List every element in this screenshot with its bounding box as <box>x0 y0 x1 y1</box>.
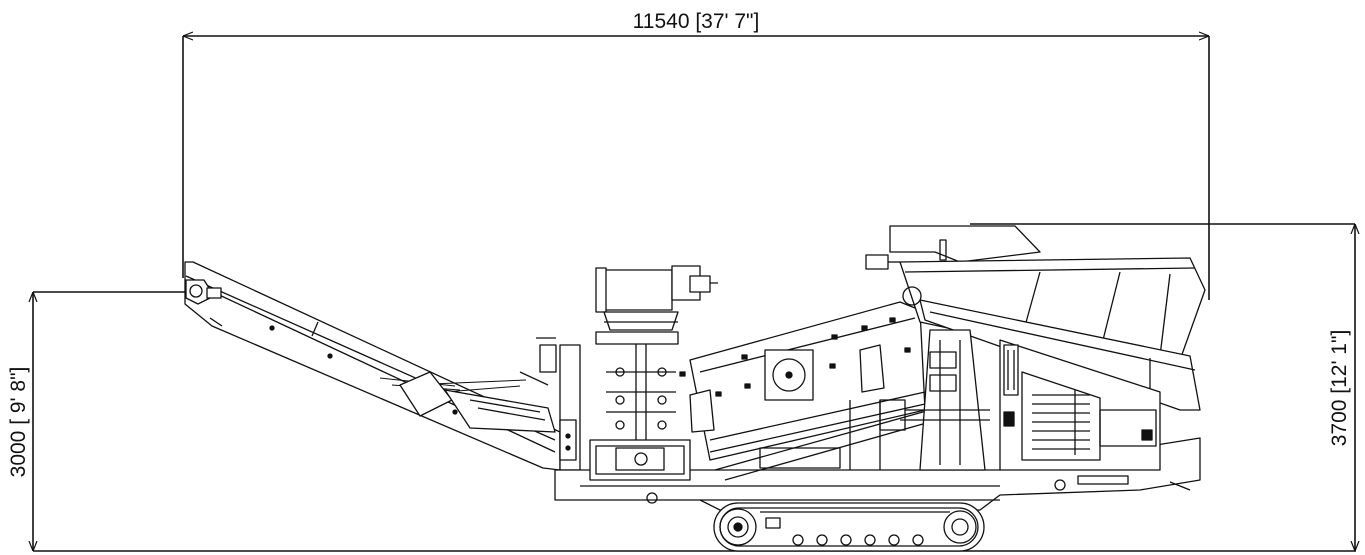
overall-height-label: 3700 [12' 1"] <box>1328 330 1351 447</box>
conveyor-height-label: 3000 [ 9' 8"] <box>7 367 30 478</box>
control-panel <box>999 339 1161 471</box>
discharge-conveyor <box>184 261 561 471</box>
screen-box <box>679 301 931 481</box>
crawler-track <box>713 502 985 552</box>
dimension-conveyor-height <box>33 291 1356 552</box>
power-unit <box>589 265 718 481</box>
dimension-overall-height <box>970 223 1355 551</box>
feed-hopper <box>865 225 1206 411</box>
dimension-overall-length <box>182 36 1210 300</box>
support-frame <box>536 329 990 471</box>
overall-length-label: 11540 [37' 7"] <box>633 10 760 33</box>
